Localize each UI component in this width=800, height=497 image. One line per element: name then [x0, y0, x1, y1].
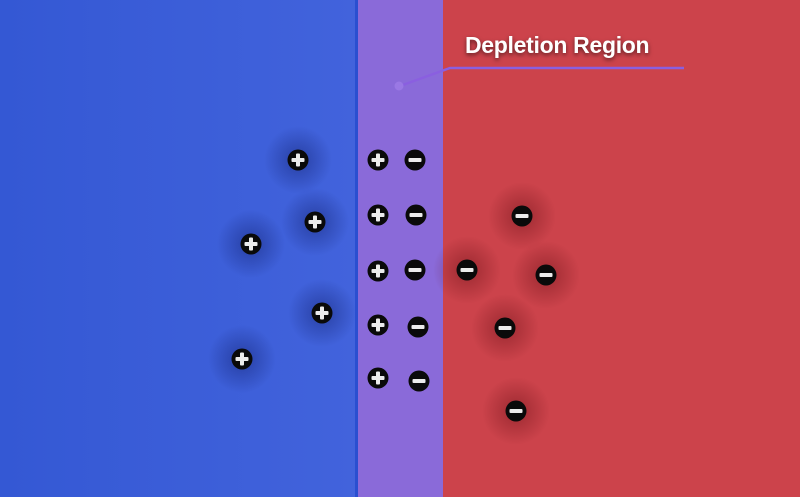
positive-charge-icon — [367, 260, 389, 282]
negative-charge-icon — [408, 370, 430, 392]
negative-charge-icon — [404, 259, 426, 281]
charge-bar-horizontal — [409, 213, 423, 217]
negative-charge-icon — [494, 317, 516, 339]
leader-line — [399, 66, 684, 88]
negative-charge-icon — [404, 149, 426, 171]
positive-charge-icon — [287, 149, 309, 171]
charge-bar-horizontal — [539, 273, 553, 277]
negative-charge-icon — [405, 204, 427, 226]
charge-bar-horizontal — [460, 268, 474, 272]
charge-bar-vertical — [313, 215, 317, 229]
charge-bar-vertical — [296, 153, 300, 167]
charge-bar-horizontal — [509, 409, 523, 413]
positive-charge-icon — [240, 233, 262, 255]
charge-bar-horizontal — [408, 268, 422, 272]
charge-bar-vertical — [376, 264, 380, 278]
negative-charge-icon — [511, 205, 533, 227]
charge-bar-vertical — [320, 306, 324, 320]
negative-charge-icon — [407, 316, 429, 338]
charge-bar-horizontal — [408, 158, 422, 162]
leader-dot — [394, 81, 404, 91]
charge-bar-vertical — [376, 208, 380, 222]
positive-charge-icon — [367, 367, 389, 389]
depletion-region-label: Depletion Region — [465, 32, 650, 58]
negative-charge-icon — [535, 264, 557, 286]
negative-charge-icon — [505, 400, 527, 422]
charge-bar-horizontal — [498, 326, 512, 330]
charge-bar-vertical — [240, 352, 244, 366]
charge-bar-vertical — [249, 237, 253, 251]
positive-charge-icon — [367, 149, 389, 171]
positive-charge-icon — [367, 204, 389, 226]
charge-bar-horizontal — [412, 379, 426, 383]
charge-bar-horizontal — [411, 325, 425, 329]
depletion-left-edge — [355, 0, 358, 497]
positive-charge-icon — [367, 314, 389, 336]
charge-bar-horizontal — [515, 214, 529, 218]
charge-bar-vertical — [376, 371, 380, 385]
positive-charge-icon — [311, 302, 333, 324]
positive-charge-icon — [231, 348, 253, 370]
charge-bar-vertical — [376, 318, 380, 332]
positive-charge-icon — [304, 211, 326, 233]
charge-bar-vertical — [376, 153, 380, 167]
negative-charge-icon — [456, 259, 478, 281]
